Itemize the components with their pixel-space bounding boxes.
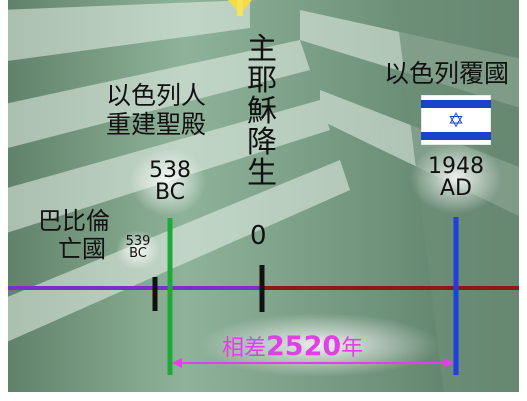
year-539-era: BC xyxy=(129,246,147,261)
year-label-1948ad: 1948 AD xyxy=(420,156,492,200)
year-1948-era: AD xyxy=(440,176,472,201)
event-title-babylon-fall: 巴比倫 亡國 xyxy=(38,207,110,263)
glow-539 xyxy=(116,230,160,270)
span-number: 2520 xyxy=(266,331,342,362)
glow-538 xyxy=(130,148,206,216)
year-539-number: 539 xyxy=(125,234,151,249)
year-label-539bc: 539 BC xyxy=(122,234,154,261)
israel-flag-icon: ✡ xyxy=(421,95,491,145)
span-arrow xyxy=(172,358,454,368)
babylon-fall-line2: 亡國 xyxy=(58,235,106,263)
span-prefix: 相差 xyxy=(222,336,267,361)
event-title-jesus-birth: 主耶穌降生 xyxy=(247,32,277,191)
sun-icon xyxy=(228,0,252,16)
temple-rebuilt-line1: 以色列人 xyxy=(105,81,206,110)
span-label: 相差2520年 xyxy=(222,331,363,362)
event-title-temple-rebuilt: 以色列人 重建聖殿 xyxy=(96,81,216,140)
year-label-538bc: 538 BC xyxy=(138,160,202,204)
year-538-era: BC xyxy=(154,180,186,205)
year-538-number: 538 xyxy=(149,158,191,183)
event-title-israel-restored: 以色列覆國 xyxy=(384,59,510,88)
star-of-david-icon: ✡ xyxy=(448,108,465,132)
year-1948-number: 1948 xyxy=(428,154,484,179)
temple-rebuilt-line2: 重建聖殿 xyxy=(105,109,206,139)
year-label-0: 0 xyxy=(250,221,267,251)
babylon-fall-line1: 巴比倫 xyxy=(38,207,110,235)
span-suffix: 年 xyxy=(341,336,364,361)
glow-1948 xyxy=(410,142,502,214)
glow-span xyxy=(200,313,440,377)
